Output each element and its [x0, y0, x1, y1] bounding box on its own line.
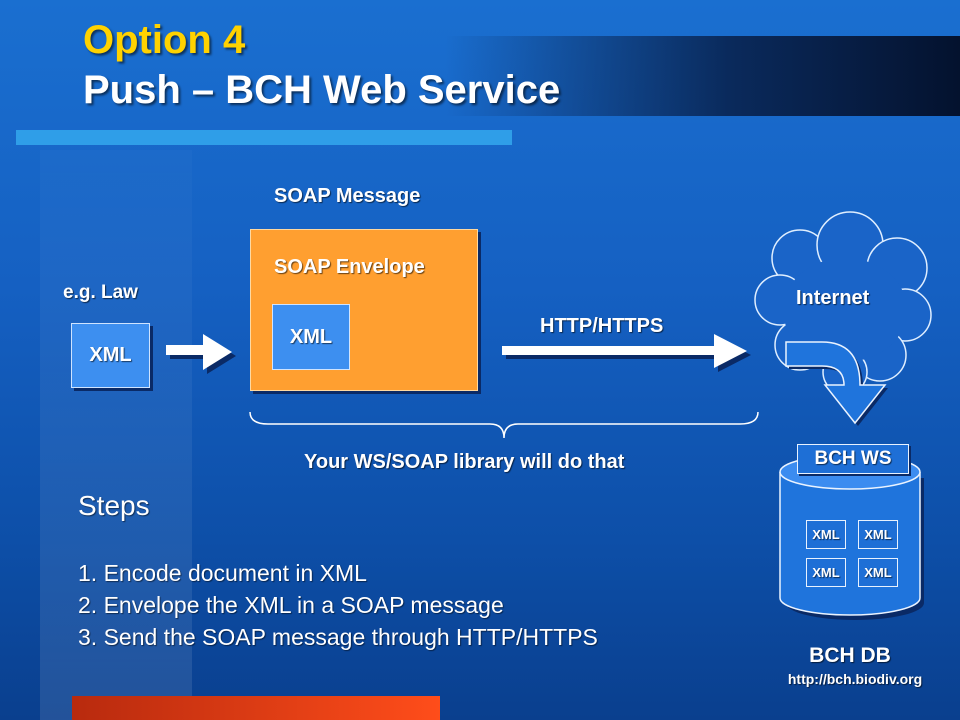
db-xml-item: XML [858, 558, 898, 587]
internet-label: Internet [796, 287, 870, 309]
source-xml-box: XML [71, 323, 150, 388]
bch-ws-label: BCH WS [797, 444, 909, 474]
left-background-strip [40, 150, 192, 720]
step-item: 2. Envelope the XML in a SOAP message [78, 592, 504, 618]
step-item: 3. Send the SOAP message through HTTP/HT… [78, 624, 598, 650]
curved-arrow-down-icon [785, 341, 888, 426]
arrow-to-envelope-icon [166, 334, 236, 374]
library-caption: Your WS/SOAP library will do that [304, 451, 625, 473]
db-xml-item: XML [806, 520, 846, 549]
step-item: 1. Encode document in XML [78, 560, 367, 586]
source-label: e.g. Law [63, 282, 138, 303]
internet-cloud-icon [754, 211, 932, 395]
slide-title-main: Push – BCH Web Service [83, 68, 561, 112]
title-shadow-band [445, 36, 960, 116]
steps-heading: Steps [78, 490, 150, 521]
transport-label: HTTP/HTTPS [540, 315, 664, 337]
brace-icon [249, 411, 759, 439]
db-label: BCH DB [809, 644, 891, 667]
soap-envelope-label: SOAP Envelope [274, 256, 425, 278]
db-xml-item: XML [806, 558, 846, 587]
db-url: http://bch.biodiv.org [787, 671, 923, 687]
soap-message-label: SOAP Message [274, 185, 421, 207]
bottom-accent-bar [72, 696, 440, 720]
database-cylinder-icon [779, 454, 924, 620]
title-accent-bar [16, 130, 512, 145]
db-xml-item: XML [858, 520, 898, 549]
arrow-http-icon [502, 334, 751, 372]
envelope-xml-box: XML [272, 304, 350, 370]
slide-title-option: Option 4 [83, 18, 246, 62]
